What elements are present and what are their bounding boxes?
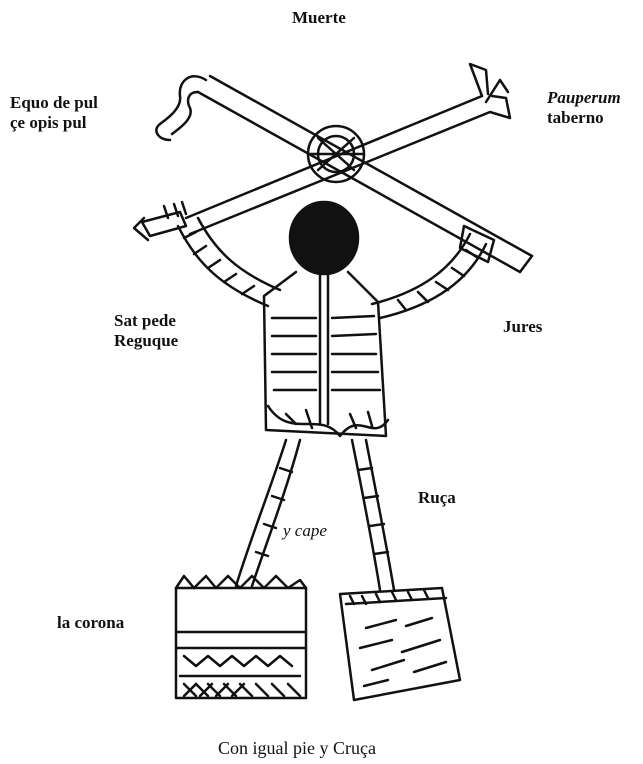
right-leg [352,440,394,590]
right-block [340,588,460,700]
label-pauperum-taberno: Pauperum taberno [547,88,621,128]
label-ruca: Ruça [418,488,456,508]
label-sat-pede-line2: Reguque [114,331,178,351]
label-pauperum-line2: taberno [547,108,621,128]
label-jures: Jures [503,317,542,337]
figure-caption: Con igual pie y Cruça [218,738,376,758]
left-crown-block [176,576,306,698]
figure-torso [264,272,388,436]
figure-head [290,202,358,274]
label-y-cape: y cape [283,521,327,541]
label-la-corona: la corona [57,613,124,633]
label-equo-de-pul: Equo de pul çe opis pul [10,93,98,133]
label-equo-line1: Equo de pul [10,93,98,113]
label-sat-pede: Sat pede Reguque [114,311,178,351]
left-arm [134,202,280,306]
right-arm [372,226,494,318]
label-pauperum-line1: Pauperum [547,88,621,108]
label-sat-pede-line1: Sat pede [114,311,178,331]
label-equo-line2: çe opis pul [10,113,98,133]
left-leg [236,440,300,586]
label-muerte: Muerte [292,8,346,28]
